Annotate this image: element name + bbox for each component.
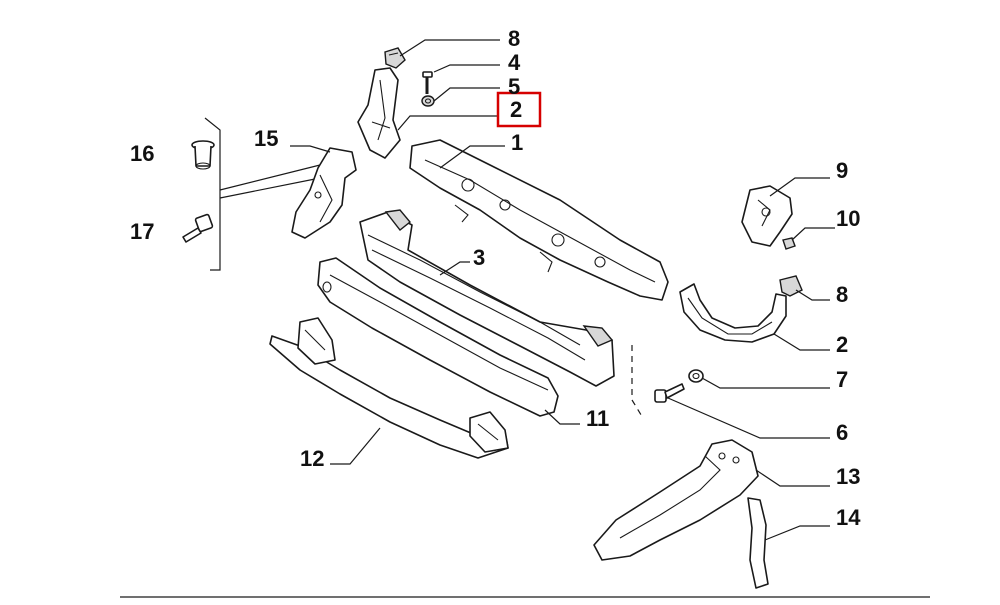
callout-4: 4 — [508, 50, 521, 75]
leader-11 — [544, 409, 580, 425]
callout-1: 1 — [511, 130, 523, 155]
leader-15 — [290, 145, 331, 153]
callout-12: 12 — [300, 446, 324, 471]
part-2-bracket-left — [357, 67, 401, 159]
leader-6 — [667, 397, 830, 439]
leader-13 — [755, 469, 830, 487]
part-15-bracket — [291, 147, 357, 239]
leader-12 — [330, 427, 381, 465]
callout-14: 14 — [836, 505, 861, 530]
callout-6: 6 — [836, 420, 848, 445]
part-14-seal-strip — [747, 497, 769, 589]
callout-8-upper: 8 — [508, 26, 520, 51]
part-17-bolt — [182, 213, 214, 243]
callout-5: 5 — [508, 74, 520, 99]
callout-16: 16 — [130, 141, 154, 166]
group-bracket-line — [204, 117, 221, 271]
leader-9 — [769, 177, 830, 197]
group-bracket-line-16 — [219, 164, 321, 191]
part-10-screw — [782, 237, 796, 250]
callout-2-lower: 2 — [836, 332, 848, 357]
part-5-nut — [421, 95, 435, 107]
callout-15: 15 — [254, 126, 278, 151]
leader-8b — [795, 289, 830, 301]
part-11-energy-absorber — [317, 257, 559, 417]
part-13-lower-support — [593, 439, 759, 561]
part-9-bracket — [741, 185, 793, 247]
leader-8a — [399, 39, 500, 57]
callout-17: 17 — [130, 219, 154, 244]
part-1-upper-crossmember — [409, 139, 669, 301]
part-3-bumper-reinforcement — [359, 209, 615, 387]
leader-1 — [439, 145, 505, 169]
callout-3: 3 — [473, 245, 485, 270]
callout-13: 13 — [836, 464, 860, 489]
callout-8-lower: 8 — [836, 282, 848, 307]
part-12-lower-beam — [269, 317, 509, 459]
leader-2b — [773, 333, 830, 351]
callout-11: 11 — [586, 406, 609, 431]
part-8-clip-upper — [384, 47, 406, 69]
callout-10: 10 — [836, 206, 860, 231]
callout-7: 7 — [836, 367, 848, 392]
leader-2a — [397, 115, 498, 131]
part-4-screw — [422, 71, 433, 94]
part-7-washer — [688, 369, 704, 383]
leader-14 — [764, 525, 830, 541]
leader-7 — [701, 377, 830, 389]
part-8-clip-lower — [779, 275, 803, 297]
part-6-bolt — [654, 383, 685, 403]
highlight-box — [496, 91, 542, 128]
part-2-arch-bracket — [679, 283, 787, 343]
group-bracket-line-17 — [219, 177, 321, 199]
leader-10 — [791, 227, 835, 241]
part-16-rivet-nut — [191, 140, 215, 170]
leader-3 — [439, 261, 470, 276]
guide-dashed-line — [631, 399, 644, 419]
callout-2-highlighted: 2 — [510, 97, 522, 122]
leader-5 — [433, 87, 500, 102]
callout-9: 9 — [836, 158, 848, 183]
leader-4 — [433, 64, 500, 73]
